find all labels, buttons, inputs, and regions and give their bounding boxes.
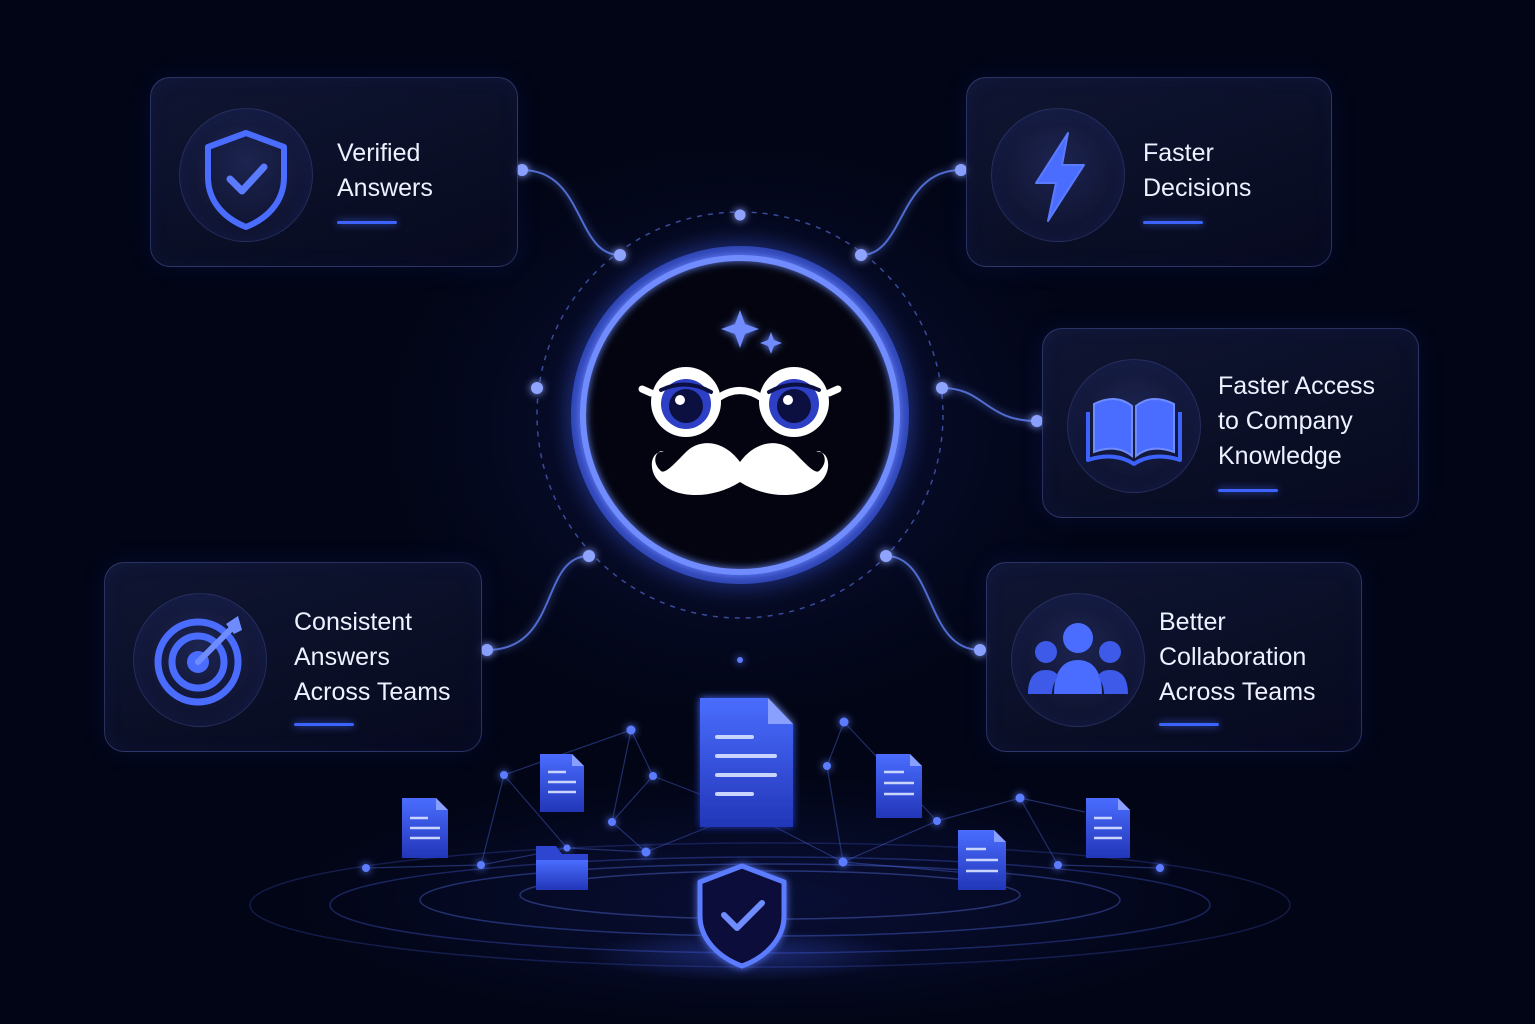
card-label-line: Consistent [294,608,413,636]
document-icon [402,698,1130,890]
shield-check-icon [697,863,787,969]
card-label-line: Decisions [1143,174,1252,202]
card-label-line: Knowledge [1218,442,1342,470]
mustache-glasses-mascot-icon [638,367,842,496]
card-verified-answers: Verified Answers [150,77,518,267]
dashed-orbit [536,211,944,619]
lightning-bolt-icon [1035,132,1085,222]
card-label-line: Across Teams [294,678,451,706]
card-label-line: Answers [294,643,390,671]
icon-badge [991,108,1125,242]
icon-badge [179,108,313,242]
icon-badge [1067,359,1201,493]
accent-underline [294,723,354,726]
card-label: Better Collaboration Across Teams [1159,605,1316,710]
card-label: Faster Access to Company Knowledge [1218,369,1375,474]
icon-badge [133,593,267,727]
core-disc [584,259,896,571]
card-label-line: Across Teams [1159,678,1316,706]
card-label-line: Answers [337,174,433,202]
open-book-icon [1086,398,1182,466]
card-faster-decisions: Faster Decisions [966,77,1332,267]
accent-underline [1159,723,1219,726]
card-label-line: Collaboration [1159,643,1307,671]
card-label: Faster Decisions [1143,136,1251,206]
card-label: Consistent Answers Across Teams [294,605,451,710]
card-consistent-answers: Consistent Answers Across Teams [104,562,482,752]
card-label-line: Verified [337,139,421,167]
core-ring [580,255,900,575]
card-label-line: Faster Access [1218,372,1375,400]
people-group-icon [1028,623,1128,694]
accent-underline [1218,489,1278,492]
card-label-line: Faster [1143,139,1214,167]
accent-underline [1143,221,1203,224]
connector-curves [486,169,1038,651]
folder-icon [536,846,588,890]
card-label: Verified Answers [337,136,433,206]
target-icon [154,616,242,706]
network-lines [365,721,1161,877]
sparkle-icon [721,310,782,354]
accent-underline [337,221,397,224]
card-better-collaboration: Better Collaboration Across Teams [986,562,1362,752]
card-label-line: to Company [1218,407,1353,435]
icon-badge [1011,593,1145,727]
shield-check-icon [205,130,287,230]
connector-nodes [481,164,1043,656]
card-faster-access: Faster Access to Company Knowledge [1042,328,1419,518]
card-label-line: Better [1159,608,1226,636]
